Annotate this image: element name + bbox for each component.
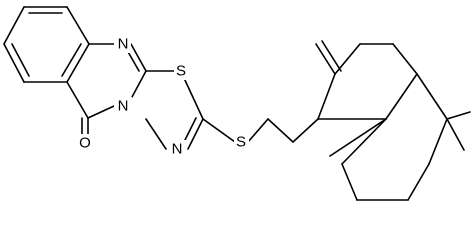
atom-label-s-thiadiazole: S (176, 63, 186, 80)
atom-label-n-bridge: N (118, 98, 129, 115)
decalin-rings (315, 40, 471, 201)
benzene-ring (3, 6, 90, 83)
side-chain (202, 118, 319, 143)
atom-label-o-carbonyl: O (79, 135, 91, 152)
thiadiazole-ring (145, 70, 204, 150)
pyrimidinone-ring (66, 43, 147, 135)
atom-label-n-thiadiazole: N (172, 141, 183, 158)
atom-labels: N S N N O S (78, 35, 249, 158)
atom-label-n-ring-top: N (118, 36, 129, 53)
atom-label-s-thioether: S (236, 134, 246, 151)
structure-canvas: N S N N O S (3, 6, 471, 201)
chemical-structure-diagram: N S N N O S (3, 6, 471, 201)
